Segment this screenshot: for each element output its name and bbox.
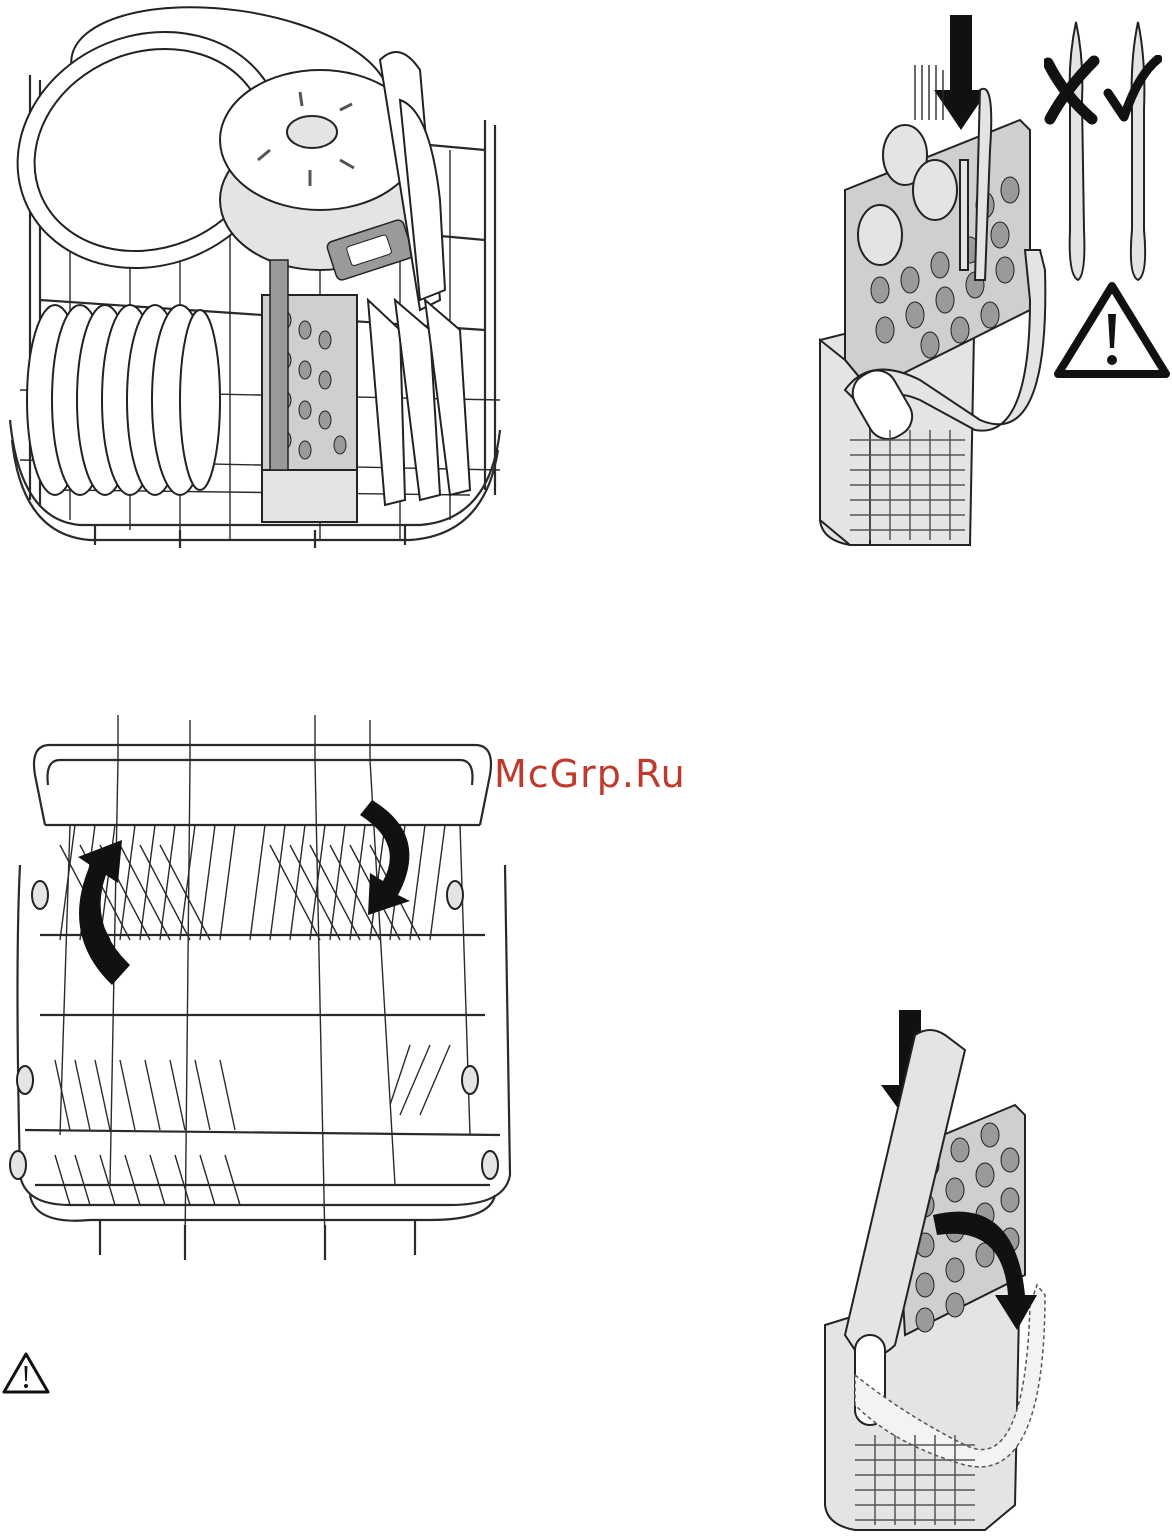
loaded-basket-illustration xyxy=(0,0,520,560)
cutlery-basket-illustration xyxy=(810,10,1060,550)
cutlery-basket-handle-illustration xyxy=(815,1005,1055,1535)
cross-mark-icon xyxy=(1044,55,1100,125)
check-mark-icon xyxy=(1102,55,1162,125)
warning-icon xyxy=(0,1350,52,1396)
warning-icon xyxy=(1052,280,1172,380)
folding-rack-illustration xyxy=(0,715,525,1265)
